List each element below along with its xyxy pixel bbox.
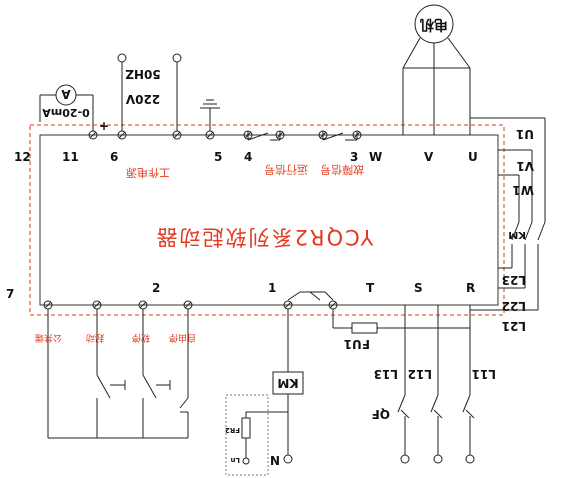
fault-signal-label: 故障信号 bbox=[320, 163, 364, 177]
w1-label: W1 bbox=[512, 183, 534, 197]
n-label: N bbox=[270, 453, 280, 467]
terminal-label-5: 5 bbox=[214, 150, 222, 164]
terminal-label-t: T bbox=[366, 281, 375, 295]
control-wires bbox=[47, 309, 189, 439]
plus-sign: + bbox=[99, 119, 109, 133]
terminal-label-u: U bbox=[468, 150, 478, 164]
dashed-boundary bbox=[29, 124, 505, 316]
mains-terminal-l12 bbox=[433, 454, 443, 464]
meter-range-label: 0-20mA bbox=[42, 106, 90, 119]
run-relay-contact bbox=[247, 131, 281, 141]
ln-label: Ln bbox=[231, 456, 240, 464]
l13-label: L13 bbox=[374, 367, 398, 381]
work-power-label: 工作电源 bbox=[126, 166, 170, 180]
power-terminal-l bbox=[117, 53, 127, 63]
terminal-label-1: 1 bbox=[268, 281, 276, 295]
power-terminal-n bbox=[172, 53, 182, 63]
terminal-label-r: R bbox=[466, 281, 475, 295]
bypass-km-label: KM bbox=[508, 229, 526, 240]
ammeter-label: A bbox=[61, 87, 71, 101]
n-terminal bbox=[283, 454, 293, 464]
coil-contact-blade bbox=[309, 291, 321, 301]
u1-label: U1 bbox=[516, 127, 534, 141]
fu1-label: FU1 bbox=[344, 337, 370, 351]
mains-terminal-l11 bbox=[465, 454, 475, 464]
coil-contact-end bbox=[324, 291, 334, 301]
fr2-label: FR2 bbox=[225, 426, 240, 434]
km-coil-label: KM bbox=[277, 376, 298, 390]
voltage-label: 220V bbox=[125, 92, 160, 106]
qf-label: QF bbox=[372, 407, 390, 421]
fr2-resistor bbox=[241, 417, 251, 439]
terminal-label-7: 7 bbox=[6, 287, 14, 301]
bypass-wires bbox=[470, 117, 546, 311]
terminal-label-2: 2 bbox=[152, 281, 160, 295]
ctrl-common-label: 公共端 bbox=[35, 332, 62, 344]
ln-terminal bbox=[242, 457, 250, 465]
l21-label: L21 bbox=[502, 319, 526, 333]
l22-label: L22 bbox=[502, 299, 526, 313]
mains-terminal-l13 bbox=[400, 454, 410, 464]
fr2-dashed-box bbox=[225, 394, 269, 476]
l11-label: L11 bbox=[472, 367, 496, 381]
v1-label: V1 bbox=[516, 159, 534, 173]
terminal-label-6: 6 bbox=[110, 150, 118, 164]
ctrl-soft-stop-label: 软停 bbox=[132, 332, 150, 344]
terminal-label-4: 4 bbox=[244, 150, 252, 164]
terminal-label-12: 12 bbox=[14, 150, 31, 164]
terminal-label-s: S bbox=[414, 281, 423, 295]
fuse-fu1 bbox=[351, 322, 378, 334]
terminal-label-v: V bbox=[424, 150, 434, 164]
l23-label: L23 bbox=[502, 273, 526, 287]
terminal-label-3: 3 bbox=[350, 150, 358, 164]
frequency-label: 50HZ bbox=[125, 67, 161, 81]
soft-starter-box bbox=[39, 134, 499, 306]
fault-relay-contact bbox=[322, 131, 358, 141]
mains-wires bbox=[397, 305, 475, 455]
motor-wire-w bbox=[402, 37, 421, 69]
motor-wire-u bbox=[447, 37, 471, 69]
device-title: YCQR2系列软起动器 bbox=[155, 225, 375, 249]
run-signal-label: 运行信号 bbox=[264, 163, 308, 176]
terminal-label-11: 11 bbox=[62, 150, 79, 164]
motor-label: 电机 bbox=[420, 16, 448, 33]
coil-contact-top bbox=[287, 291, 301, 301]
terminal-label-w: W bbox=[369, 150, 382, 164]
ctrl-start-label: 起动 bbox=[86, 332, 104, 343]
ground-icon bbox=[200, 99, 220, 131]
ctrl-free-stop-label: 自由停 bbox=[169, 332, 196, 344]
l12-label: L12 bbox=[408, 367, 432, 381]
